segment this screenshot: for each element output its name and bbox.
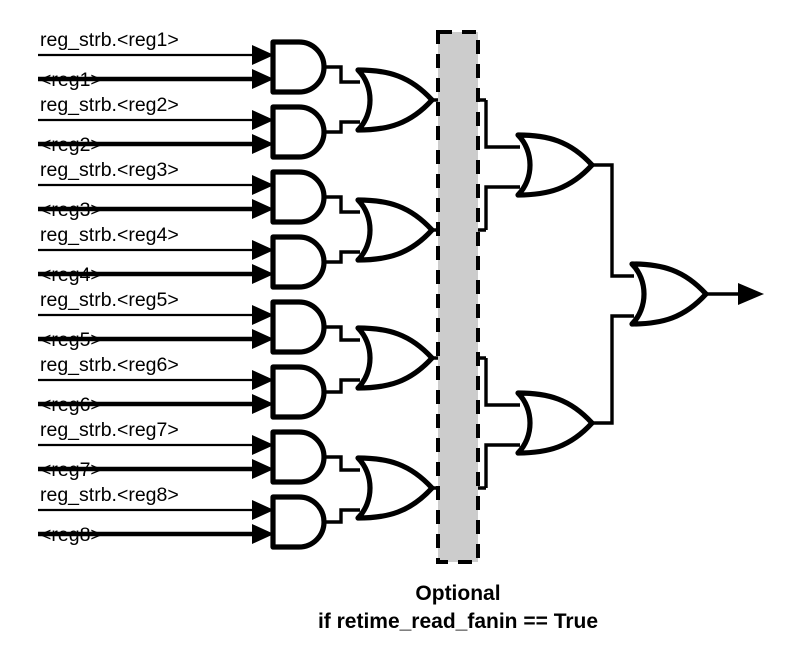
- connector-and8-or4: [324, 508, 360, 524]
- input-strobe-arrow-8: [252, 500, 274, 520]
- connector-and2-or1: [324, 120, 360, 134]
- connector-and5-or3: [324, 325, 360, 342]
- input-data-arrow-2: [252, 134, 274, 154]
- input-strobe-label-7: reg_strb.<reg7>: [40, 419, 179, 441]
- input-data-arrow-6: [252, 394, 274, 414]
- final-output-arrow: [738, 283, 764, 305]
- input-strobe-label-2: reg_strb.<reg2>: [40, 94, 179, 116]
- connector-and7-or4: [324, 455, 360, 472]
- route-or2-lower-to-final: [592, 314, 634, 425]
- input-data-arrow-3: [252, 199, 274, 219]
- or-gate-l1-2: [358, 200, 432, 260]
- or1-to-or2-routing: [484, 100, 520, 488]
- input-strobe-label-1: reg_strb.<reg1>: [40, 29, 179, 51]
- input-data-arrow-5: [252, 329, 274, 349]
- and-gate-8: [273, 497, 324, 547]
- connector-and4-or2: [324, 250, 360, 264]
- input-data-arrow-1: [252, 69, 274, 89]
- input-strobe-arrow-5: [252, 305, 274, 325]
- input-strobe-arrow-1: [252, 45, 274, 65]
- input-strobe-label-3: reg_strb.<reg3>: [40, 159, 179, 181]
- connector-and3-or2: [324, 195, 360, 214]
- route-or1-1-to-or2-upper: [484, 100, 520, 149]
- optional-caption-line-1: Optional: [415, 582, 500, 605]
- optional-retiming-box: [436, 30, 480, 564]
- or-gate-l2-upper: [518, 135, 592, 195]
- input-strobe-label-8: reg_strb.<reg8>: [40, 484, 179, 506]
- input-strobe-label-6: reg_strb.<reg6>: [40, 354, 179, 376]
- route-or2-upper-to-final: [592, 163, 634, 278]
- connector-and6-or3: [324, 378, 360, 394]
- and-gate-6: [273, 367, 324, 417]
- input-data-arrow-7: [252, 459, 274, 479]
- input-strobe-arrow-6: [252, 370, 274, 390]
- or-gate-l1-1: [358, 70, 432, 130]
- input-strobe-label-5: reg_strb.<reg5>: [40, 289, 179, 311]
- and-gate-2: [273, 107, 324, 157]
- input-strobe-label-4: reg_strb.<reg4>: [40, 224, 179, 246]
- input-strobe-arrow-3: [252, 175, 274, 195]
- and-to-or1-connectors: [324, 65, 360, 524]
- optional-caption-line-2: if retime_read_fanin == True: [318, 610, 598, 633]
- input-strobe-arrow-7: [252, 435, 274, 455]
- or-gate-l1-3: [358, 328, 432, 388]
- input-data-arrow-8: [252, 524, 274, 544]
- and-gate-4: [273, 237, 324, 287]
- connector-and1-or1: [324, 65, 360, 84]
- and-gate-7: [273, 432, 324, 482]
- input-data-arrow-4: [252, 264, 274, 284]
- input-wires-group: [38, 45, 274, 544]
- and-gate-1: [273, 42, 324, 92]
- route-or1-4-to-or2-lower: [484, 443, 520, 488]
- input-strobe-arrow-4: [252, 240, 274, 260]
- and-gate-5: [273, 302, 324, 352]
- or-level2-group: [518, 135, 592, 453]
- and-gate-group: [273, 42, 324, 547]
- or-level1-group: [358, 70, 432, 518]
- and-gate-3: [273, 172, 324, 222]
- or-gate-l1-4: [358, 458, 432, 518]
- or2-to-final-routing: [592, 163, 634, 425]
- route-or1-3-to-or2-lower: [484, 358, 520, 407]
- input-strobe-arrow-2: [252, 110, 274, 130]
- or-gate-l2-lower: [518, 393, 592, 453]
- route-or1-2-to-or2-upper: [484, 185, 520, 230]
- or-gate-final: [632, 264, 706, 324]
